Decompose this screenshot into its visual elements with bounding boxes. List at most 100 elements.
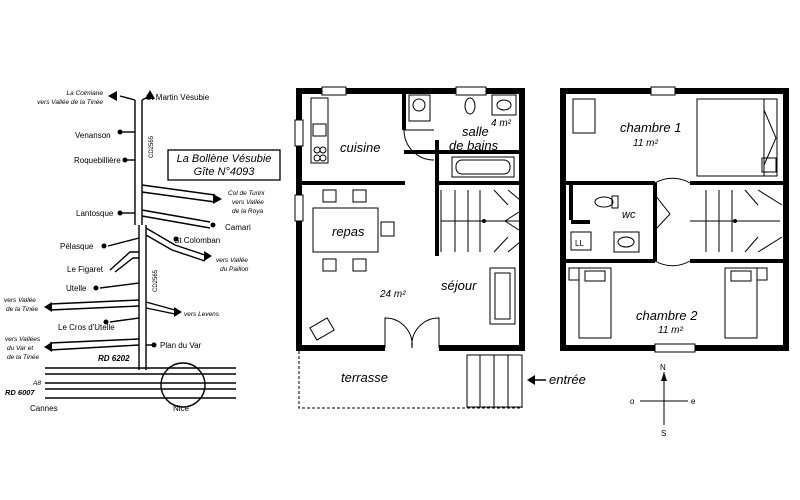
door-wc [654, 194, 671, 231]
label-terrasse: terrasse [341, 370, 388, 385]
label-paillon-1: vers Vallée [216, 257, 248, 264]
road-paillon-1 [145, 227, 206, 256]
wardrobe-chambre1 [572, 98, 596, 134]
chair-2 [352, 189, 367, 203]
arrow-paillon-icon [204, 251, 212, 261]
chair-3 [322, 258, 337, 272]
label-pelasque: Pélasque [60, 242, 94, 251]
road-paillon-2 [145, 234, 206, 262]
label-sejour: séjour [441, 278, 477, 293]
nice-circle [160, 362, 206, 408]
upper-sink [613, 231, 640, 253]
label-venanson: Venanson [75, 131, 111, 140]
bed-chambre1 [696, 98, 778, 177]
window-top-chambre1 [650, 86, 676, 96]
label-plan-du-var: Plan du Var [160, 341, 202, 350]
label-sejour-area: 24 m² [379, 289, 406, 300]
dining-table [312, 207, 379, 253]
bath-shower [408, 94, 431, 122]
stove-burner-4 [319, 154, 327, 162]
label-ll: LL [575, 239, 584, 248]
road-turini-2 [141, 191, 216, 203]
chair-4 [352, 258, 367, 272]
label-utelle: Utelle [66, 284, 87, 293]
road-camari-2 [141, 215, 211, 229]
dot-venanson [117, 129, 123, 135]
road-cros-utelle [109, 317, 140, 323]
label-levens: vers Levens [184, 311, 220, 318]
label-var-3: de la Tinée [7, 354, 39, 361]
upper-stair-dot-icon [733, 219, 737, 223]
kitchen-counter [310, 97, 329, 164]
compass-rose: N S e o [630, 363, 696, 438]
window-bottom-chambre2 [654, 343, 696, 353]
label-var-1: vers Vallées [5, 336, 41, 343]
stove-burner-3 [313, 154, 321, 162]
label-salle-area: 4 m² [491, 118, 512, 129]
terrace-outline [298, 351, 523, 409]
label-paillon-2: du Paillon [220, 266, 249, 273]
label-wc: wc [622, 209, 636, 221]
label-cd2565-lower: CD2565 [153, 269, 159, 292]
road-var-1 [49, 338, 140, 344]
label-turini-1: Col de Turini [228, 190, 265, 197]
bath-door-arc [403, 129, 435, 161]
gite-number: Gîte N°4093 [194, 166, 256, 178]
label-entree: entrée [549, 372, 586, 387]
road-figaret-2 [114, 257, 139, 273]
label-a8: A8 [32, 380, 41, 387]
ground-door-right [411, 317, 440, 349]
label-colmiane: La Colmiane [67, 90, 104, 97]
arrow-var-icon [44, 342, 52, 352]
label-camari: Camari [225, 223, 251, 232]
upper-floor-plan: chambre 1 11 m² wc LL chambre 2 11 m² [560, 86, 789, 353]
label-chambre1: chambre 1 [620, 120, 681, 135]
window-top-kitchen [321, 86, 347, 96]
label-lantosque: Lantosque [76, 209, 114, 218]
chair-5 [380, 221, 395, 237]
label-turini-2: vers Vallée [232, 199, 264, 206]
window-left-kitchen [294, 119, 304, 147]
label-roquebilliere: Roquebillière [74, 156, 121, 165]
dot-pelasque [101, 243, 107, 249]
arrow-st-martin-icon [145, 90, 155, 99]
stove-burner-2 [319, 146, 327, 154]
label-cros-utelle: Le Cros d'Utelle [58, 323, 115, 332]
bed-chambre2-right [724, 267, 758, 339]
label-rd6007: RD 6007 [5, 388, 35, 397]
label-de-bains: de bains [449, 138, 499, 153]
dot-plan-du-var [151, 342, 157, 348]
bed-pillow [763, 109, 777, 166]
label-st-colomban: St Colomban [174, 236, 220, 245]
nightstand-chambre2-right [756, 267, 768, 281]
label-cuisine: cuisine [340, 140, 380, 155]
bathtub [451, 156, 515, 178]
arrow-colmiane-icon [108, 91, 117, 101]
sofa-seat [494, 272, 511, 320]
label-tinee-2: de la Tinée [6, 306, 38, 313]
bath-sink-basin [496, 99, 512, 111]
bath-shower-drain [412, 98, 426, 112]
compass-s: S [661, 429, 666, 438]
label-colmiane-tinee: vers Vallée de la Tinée [37, 99, 103, 106]
dot-st-colomban [173, 236, 179, 242]
gite-title: La Bollène Vésubie [177, 153, 272, 165]
arrow-turini-icon [213, 194, 222, 204]
label-repas: repas [332, 224, 365, 239]
bath-sink [491, 94, 517, 116]
label-turini-3: de la Roya [232, 208, 263, 215]
label-rd6202: RD 6202 [98, 354, 130, 363]
dot-roquebilliere [122, 157, 128, 163]
washing-machine [570, 231, 592, 251]
compass-n: N [660, 363, 666, 372]
label-salle: salle [462, 124, 489, 139]
ground-stairs [440, 189, 523, 253]
dot-lantosque [117, 210, 123, 216]
label-var-2: du Var et [7, 345, 34, 352]
label-figaret: Le Figaret [67, 265, 104, 274]
arrow-tinee-icon [44, 302, 52, 312]
compass-e: e [691, 397, 696, 406]
label-cannes: Cannes [30, 404, 58, 413]
road-colmiane [119, 95, 136, 101]
armchair-icon [309, 317, 335, 341]
